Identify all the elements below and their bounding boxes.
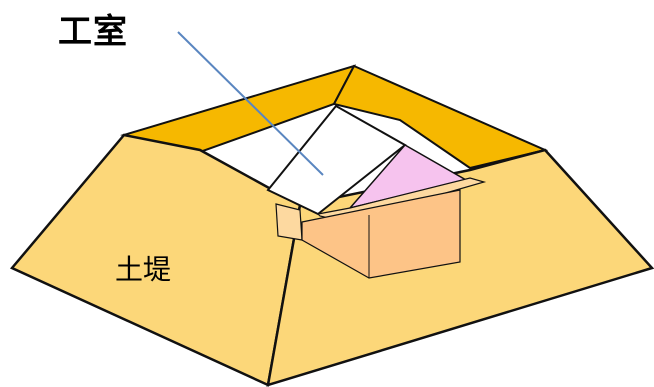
rim-back-right xyxy=(332,64,549,170)
embankment-label: 土堤 xyxy=(115,253,172,286)
work-room-leader-line xyxy=(177,31,324,176)
building-front-wall xyxy=(301,189,461,279)
building-side-wall xyxy=(275,203,303,241)
work-room-label: 工室 xyxy=(58,12,128,52)
